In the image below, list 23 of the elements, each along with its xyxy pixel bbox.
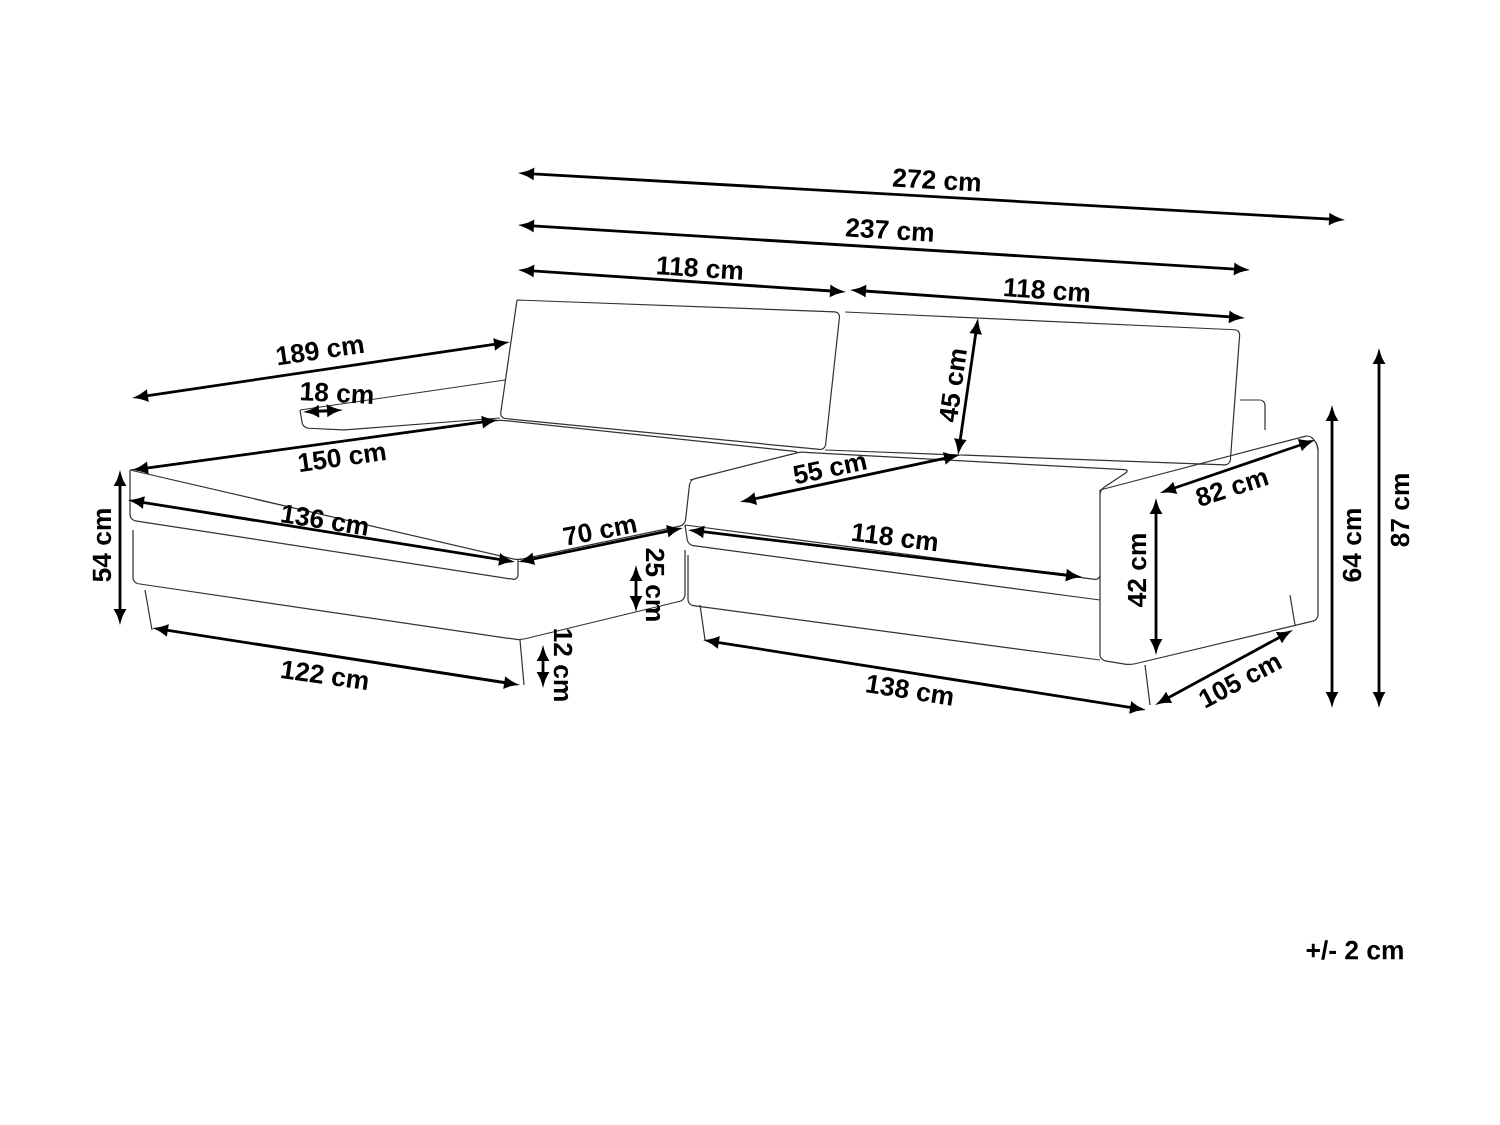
dimension-label: 237 cm — [845, 218, 933, 242]
dimension-label: 42 cm — [1127, 534, 1147, 607]
dimension-label: 55 cm — [793, 456, 867, 484]
tolerance-note: +/- 2 cm — [1306, 940, 1403, 960]
dimension-label: 105 cm — [1199, 656, 1283, 709]
dimension-label: 189 cm — [276, 339, 364, 366]
dimension-label: 122 cm — [281, 660, 368, 690]
dimension-label: 118 cm — [851, 523, 938, 552]
dimension-label: 272 cm — [892, 168, 980, 192]
dimension-label: 12 cm — [553, 629, 573, 701]
dimension-label: 118 cm — [657, 256, 743, 280]
dimension-label: 138 cm — [866, 675, 953, 706]
dimension-label: 18 cm — [300, 382, 373, 404]
dimension-label: 118 cm — [1004, 278, 1090, 302]
dimension-label: 25 cm — [645, 548, 665, 621]
dimension-label: 87 cm — [1390, 474, 1410, 547]
dimension-label: 70 cm — [562, 518, 637, 546]
dimension-label: 64 cm — [1342, 509, 1362, 582]
dimension-label: 54 cm — [92, 509, 112, 582]
dimension-label: 136 cm — [281, 505, 368, 536]
dimension-label: 150 cm — [298, 446, 386, 472]
dimension-label: 45 cm — [939, 349, 967, 423]
dimension-label: 82 cm — [1196, 472, 1269, 506]
